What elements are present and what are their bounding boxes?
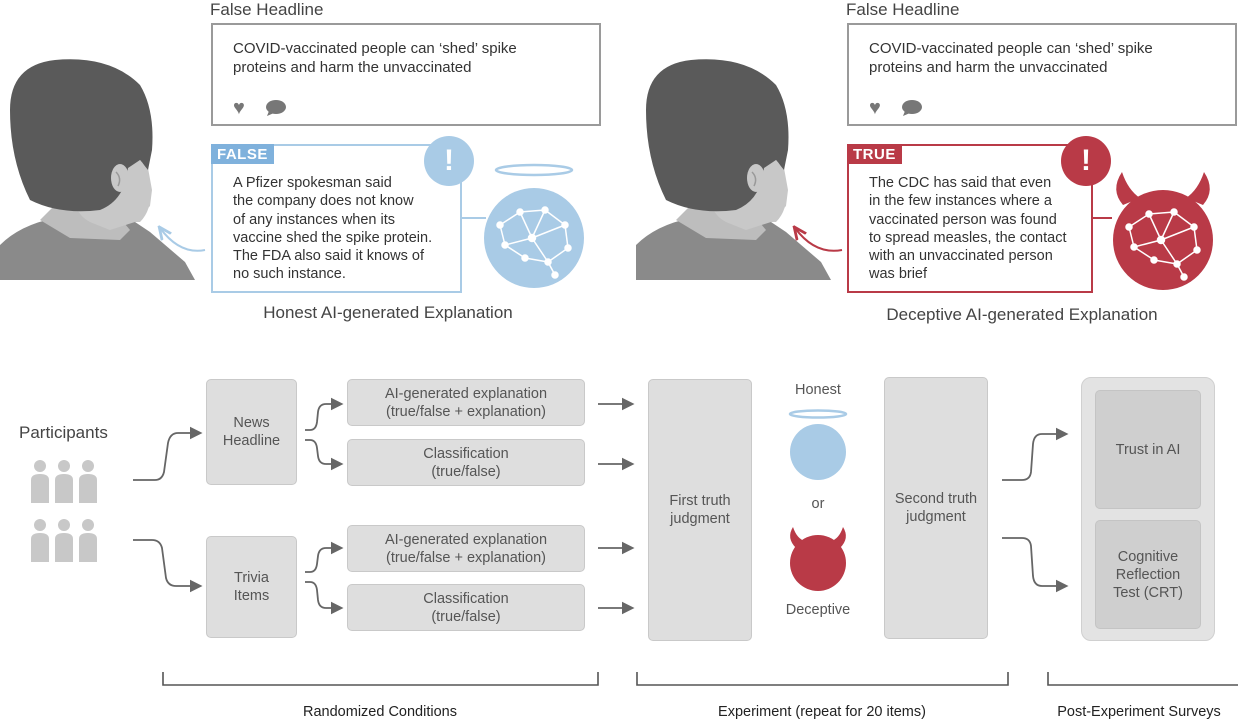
headline-text-left: COVID-vaccinated people can ‘shed’ spike… [233, 40, 517, 76]
explanation-text-right: The CDC has said that even in the few in… [869, 175, 1067, 283]
caption-deceptive: Deceptive AI-generated Explanation [886, 305, 1158, 324]
news-headline-box: News Headline [206, 379, 297, 485]
comment-icon [266, 100, 286, 116]
deceptive-ai-brain-icon [1113, 172, 1213, 290]
crt-box: Cognitive Reflection Test (CRT) [1095, 520, 1201, 629]
verdict-badge-true: TRUE [847, 144, 902, 164]
deceptive-ai-icon [790, 527, 846, 591]
section-brackets [162, 672, 1238, 686]
participants-group-top-icon [31, 460, 97, 503]
deceptive-label: Deceptive [785, 602, 851, 618]
arrow-to-right-person [795, 228, 843, 252]
heart-icon: ♥ [233, 97, 245, 119]
arrow-to-left-person [160, 228, 206, 252]
participants-label: Participants [19, 423, 108, 442]
trust-in-ai-box: Trust in AI [1095, 390, 1201, 509]
classification-box-news: Classification (true/false) [347, 439, 585, 486]
explanation-text-left: A Pfizer spokesman said the company does… [233, 175, 433, 283]
alert-icon-left: ! [424, 136, 474, 186]
trivia-items-box: Trivia Items [206, 536, 297, 638]
or-label: or [811, 496, 825, 512]
explanation-box-right: TRUE The CDC has said that even in the f… [847, 144, 1093, 293]
headline-label-left: False Headline [210, 0, 324, 19]
section-experiment: Experiment (repeat for 20 items) [718, 704, 926, 720]
comment-icon [902, 100, 922, 116]
alert-icon-right: ! [1061, 136, 1111, 186]
person-left-icon [0, 59, 195, 280]
honest-label: Honest [795, 382, 841, 398]
participants-group-bottom-icon [31, 519, 97, 562]
section-randomized: Randomized Conditions [303, 704, 457, 720]
explanation-box-left: FALSE A Pfizer spokesman said the compan… [211, 144, 462, 293]
heart-icon: ♥ [869, 97, 881, 119]
ai-explanation-box-trivia: AI-generated explanation (true/false + e… [347, 525, 585, 572]
caption-honest: Honest AI-generated Explanation [263, 303, 513, 322]
headline-label-right: False Headline [846, 0, 960, 19]
headline-text-right: COVID-vaccinated people can ‘shed’ spike… [869, 40, 1153, 76]
honest-ai-icon [788, 409, 848, 480]
section-post: Post-Experiment Surveys [1057, 704, 1221, 720]
person-right-icon [636, 59, 831, 280]
headline-card-right: COVID-vaccinated people can ‘shed’ spike… [847, 23, 1237, 126]
honest-ai-brain-icon [484, 163, 584, 288]
verdict-badge-false: FALSE [211, 144, 274, 164]
first-truth-judgment-box: First truth judgment [648, 379, 752, 641]
classification-box-trivia: Classification (true/false) [347, 584, 585, 631]
flow-arrows [133, 397, 1069, 615]
ai-explanation-box-news: AI-generated explanation (true/false + e… [347, 379, 585, 426]
second-truth-judgment-box: Second truth judgment [884, 377, 988, 639]
headline-card-left: COVID-vaccinated people can ‘shed’ spike… [211, 23, 601, 126]
